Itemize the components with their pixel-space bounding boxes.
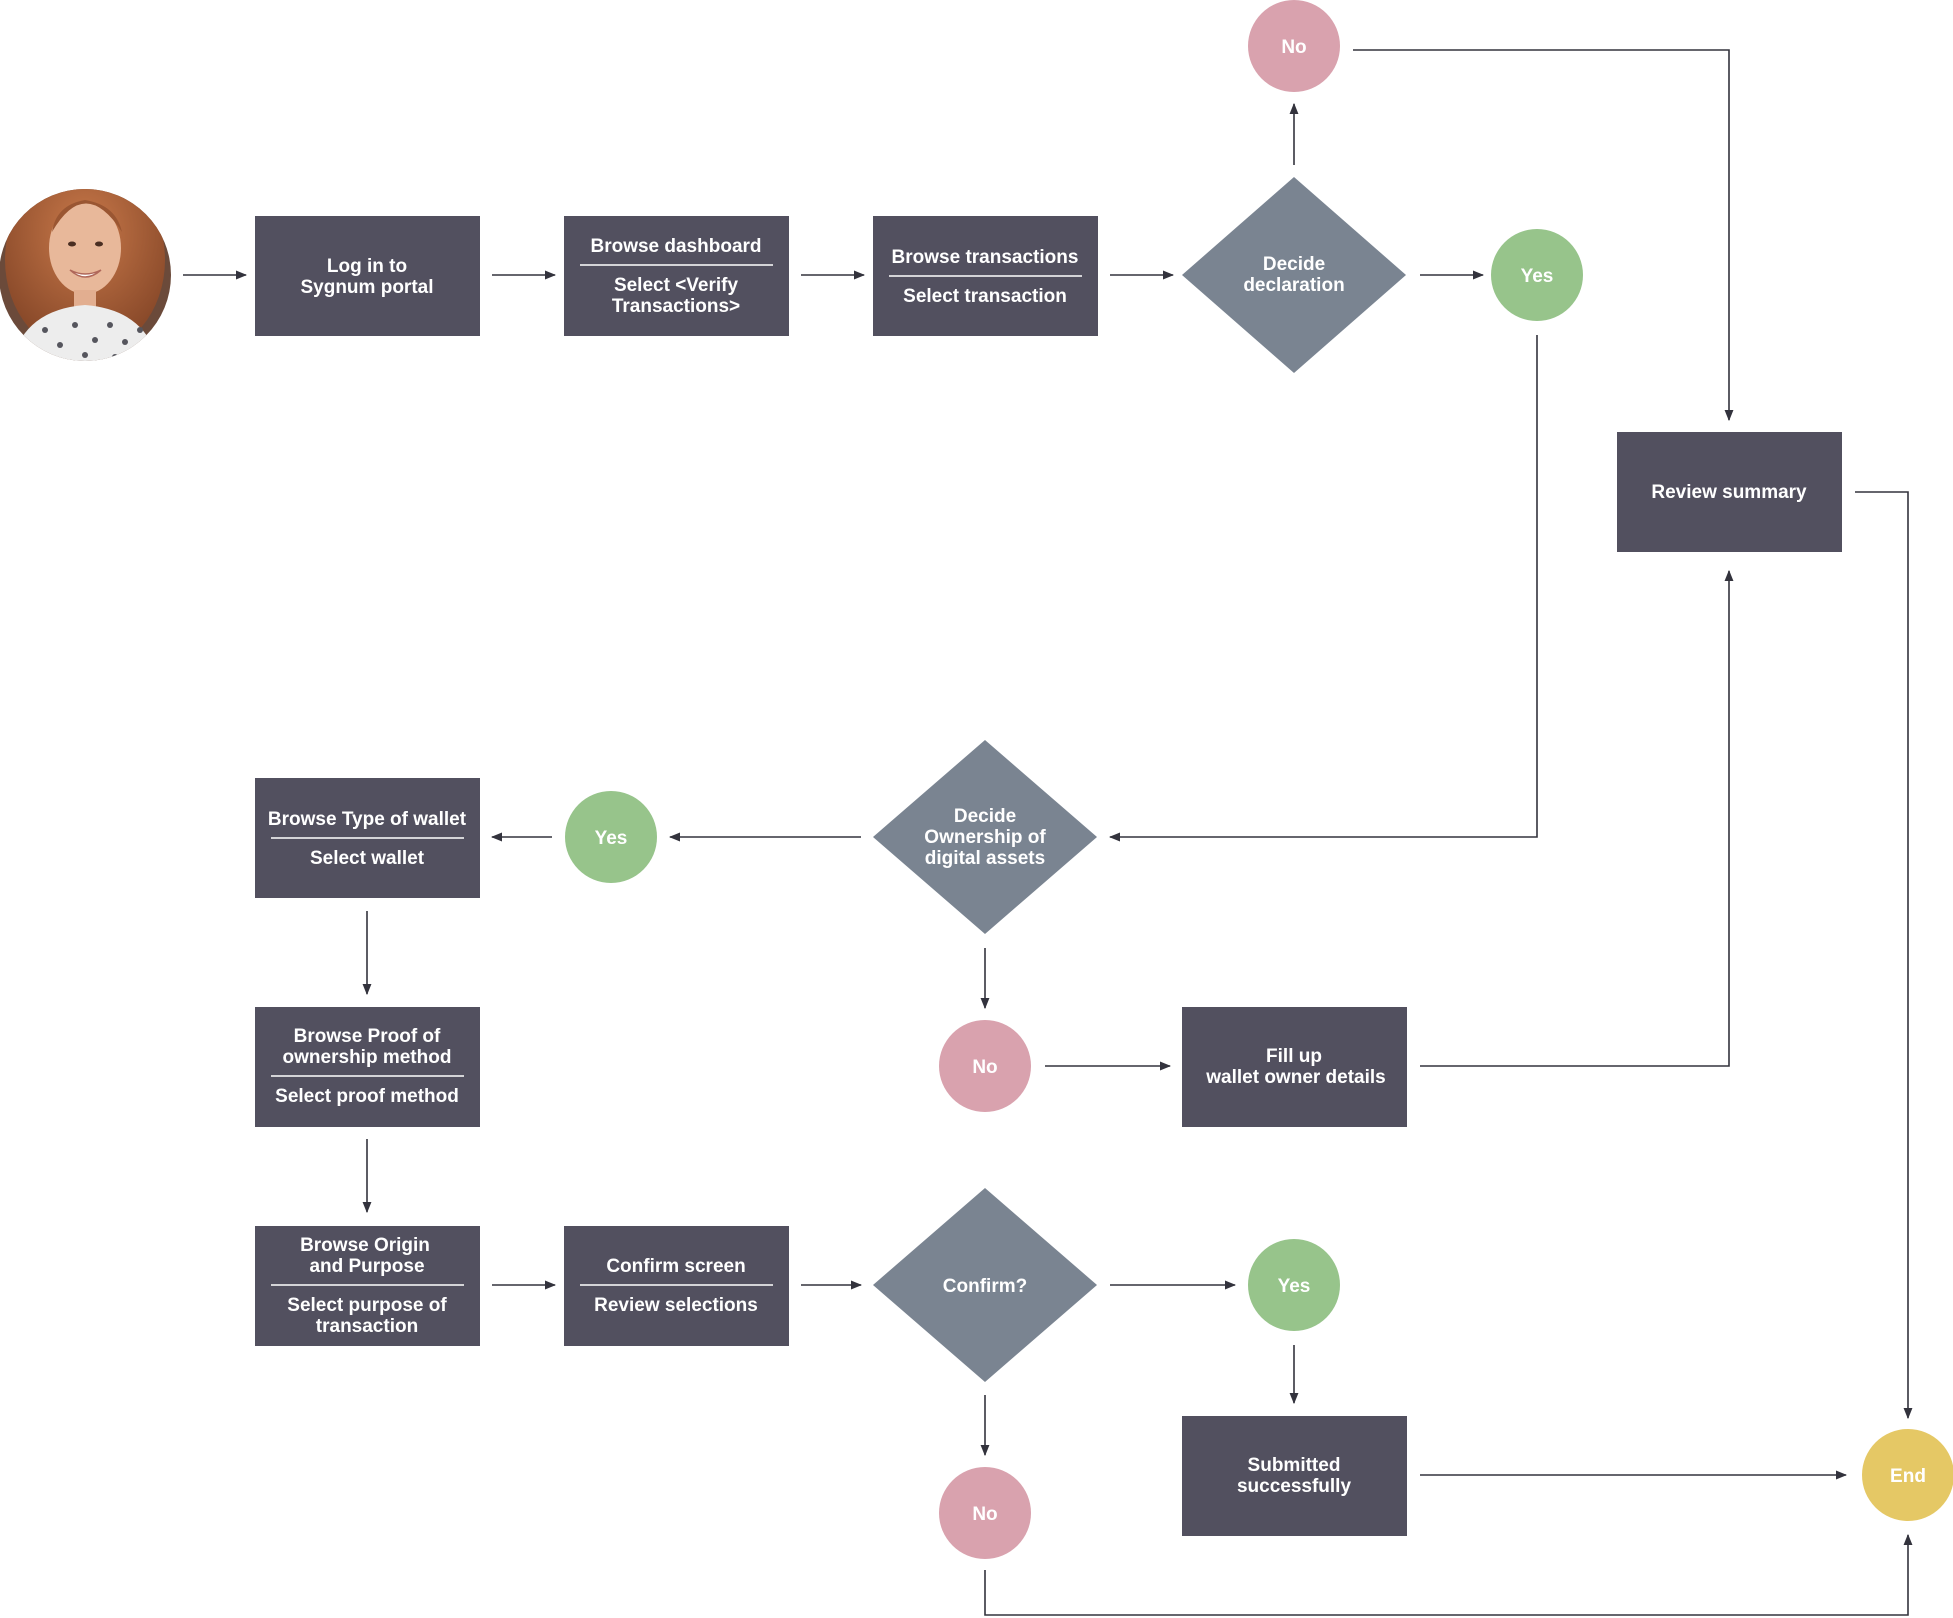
proof-sub: Select proof method bbox=[275, 1086, 459, 1107]
submitted-box bbox=[1182, 1416, 1407, 1536]
origin-sub1: Select purpose of bbox=[287, 1295, 447, 1316]
yes-mid-label: Yes bbox=[595, 828, 628, 849]
proof-line2: ownership method bbox=[283, 1047, 452, 1068]
dashboard-title: Browse dashboard bbox=[590, 236, 761, 257]
decide-declaration-line2: declaration bbox=[1243, 275, 1344, 296]
dashboard-step: Browse dashboard Select <Verify Transact… bbox=[564, 216, 789, 336]
edge-yes-ownership bbox=[1108, 335, 1538, 842]
transactions-sub: Select transaction bbox=[903, 286, 1067, 307]
no-bottom-label: No bbox=[972, 1504, 997, 1525]
submitted-line2: successfully bbox=[1237, 1476, 1351, 1497]
decide-ownership-line3: digital assets bbox=[925, 848, 1045, 869]
yes-top-node: Yes bbox=[1491, 229, 1583, 321]
edge-review-end bbox=[1855, 491, 1913, 1420]
no-top-label: No bbox=[1281, 37, 1306, 58]
wallet-type-title: Browse Type of wallet bbox=[268, 809, 467, 830]
dashboard-sub2: Transactions> bbox=[612, 296, 740, 317]
proof-box bbox=[255, 1007, 480, 1127]
fill-up-step: Fill up wallet owner details bbox=[1182, 1007, 1407, 1127]
proof-step: Browse Proof of ownership method Select … bbox=[255, 1007, 480, 1127]
login-box bbox=[255, 216, 480, 336]
no-top-node: No bbox=[1248, 0, 1340, 92]
submitted-step: Submitted successfully bbox=[1182, 1416, 1407, 1536]
user-avatar bbox=[0, 189, 171, 361]
origin-step: Browse Origin and Purpose Select purpose… bbox=[255, 1226, 480, 1346]
fill-up-line2: wallet owner details bbox=[1205, 1067, 1386, 1088]
no-bottom-node: No bbox=[939, 1467, 1031, 1559]
connectors bbox=[183, 49, 1913, 1616]
decide-ownership-line2: Ownership of bbox=[924, 827, 1046, 848]
no-mid-circle bbox=[939, 1020, 1031, 1112]
end-circle bbox=[1862, 1429, 1953, 1521]
end-node: End bbox=[1862, 1429, 1953, 1521]
origin-sub2: transaction bbox=[316, 1316, 418, 1337]
no-bottom-circle bbox=[939, 1467, 1031, 1559]
confirm-screen-step: Confirm screen Review selections bbox=[564, 1226, 789, 1346]
confirm-step: Confirm? bbox=[873, 1188, 1097, 1382]
yes-mid-circle bbox=[565, 791, 657, 883]
transactions-step: Browse transactions Select transaction bbox=[873, 216, 1098, 336]
user-icon bbox=[0, 189, 171, 361]
decide-declaration-diamond bbox=[1182, 177, 1406, 373]
login-step: Log in to Sygnum portal bbox=[255, 216, 480, 336]
yes-mid-node: Yes bbox=[565, 791, 657, 883]
end-label: End bbox=[1890, 1466, 1926, 1487]
decide-ownership-diamond bbox=[873, 740, 1097, 934]
decide-declaration-line1: Decide bbox=[1263, 254, 1325, 275]
yes-bottom-label: Yes bbox=[1278, 1276, 1311, 1297]
wallet-type-sub: Select wallet bbox=[310, 848, 425, 869]
wallet-type-step: Browse Type of wallet Select wallet bbox=[255, 778, 480, 898]
transactions-title: Browse transactions bbox=[892, 247, 1079, 268]
decide-ownership-line1: Decide bbox=[954, 806, 1016, 827]
edge-no-review bbox=[1353, 49, 1734, 422]
confirm-screen-box bbox=[564, 1226, 789, 1346]
edge-no-end bbox=[984, 1533, 1913, 1616]
fill-up-line1: Fill up bbox=[1266, 1046, 1322, 1067]
yes-top-circle bbox=[1491, 229, 1583, 321]
review-box bbox=[1617, 432, 1842, 552]
confirm-screen-sub: Review selections bbox=[594, 1295, 758, 1316]
yes-bottom-circle bbox=[1248, 1239, 1340, 1331]
login-line1: Log in to bbox=[327, 256, 407, 277]
origin-box bbox=[255, 1226, 480, 1346]
edge-fillup-review bbox=[1420, 569, 1734, 1067]
confirm-diamond bbox=[873, 1188, 1097, 1382]
decide-declaration-step: Decide declaration bbox=[1182, 177, 1406, 373]
yes-top-label: Yes bbox=[1521, 266, 1554, 287]
origin-line2: and Purpose bbox=[309, 1256, 424, 1277]
fill-up-box bbox=[1182, 1007, 1407, 1127]
yes-bottom-node: Yes bbox=[1248, 1239, 1340, 1331]
no-top-circle bbox=[1248, 0, 1340, 92]
dashboard-box bbox=[564, 216, 789, 336]
review-label: Review summary bbox=[1651, 482, 1807, 503]
review-summary-step: Review summary bbox=[1617, 432, 1842, 552]
dashboard-sub1: Select <Verify bbox=[614, 275, 739, 296]
proof-line1: Browse Proof of bbox=[294, 1026, 441, 1047]
login-line2: Sygnum portal bbox=[300, 277, 433, 298]
origin-line1: Browse Origin bbox=[300, 1235, 430, 1256]
confirm-screen-title: Confirm screen bbox=[606, 1256, 745, 1277]
submitted-line1: Submitted bbox=[1248, 1455, 1341, 1476]
decide-ownership-step: Decide Ownership of digital assets bbox=[873, 740, 1097, 934]
no-mid-node: No bbox=[939, 1020, 1031, 1112]
no-mid-label: No bbox=[972, 1057, 997, 1078]
confirm-label: Confirm? bbox=[943, 1276, 1027, 1297]
